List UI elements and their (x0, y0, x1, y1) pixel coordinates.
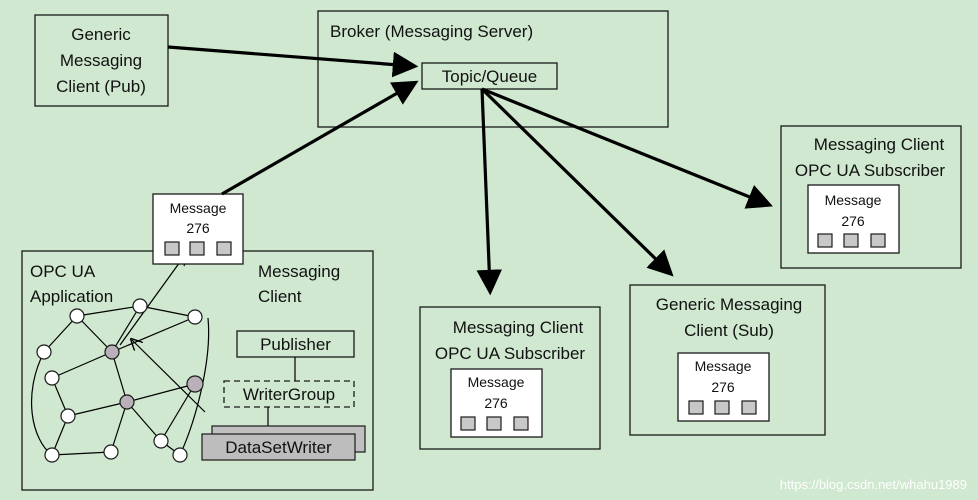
messaging-client-line1: Messaging (258, 262, 340, 281)
message-number: 276 (841, 213, 865, 229)
arrow-message-to-queue (221, 80, 419, 196)
sub-right-line1: Messaging Client (814, 135, 945, 154)
watermark: https://blog.csdn.net/whahu1989 (780, 477, 967, 492)
opcua-subscriber-right: Messaging Client OPC UA Subscriber Messa… (780, 125, 962, 269)
sub-left-line2: OPC UA Subscriber (435, 344, 586, 363)
arrow-queue-to-sub-left (476, 88, 503, 296)
message-label: Message (825, 192, 882, 208)
datasetwriter-box (201, 433, 356, 461)
pub-client-line1: Generic (71, 25, 131, 44)
writergroup-box (223, 380, 355, 408)
opcua-subscriber-left: Messaging Client OPC UA Subscriber Messa… (419, 306, 601, 450)
message-published: Message 276 (152, 193, 244, 265)
generic-pub-client: Generic Messaging Client (Pub) (34, 14, 169, 107)
arrow-queue-to-sub-generic (480, 87, 674, 277)
sub-generic-line2: Client (Sub) (684, 321, 774, 340)
opcua-application: OPC UA Application Messaging Client Publ… (21, 250, 374, 491)
pub-client-line2: Messaging (60, 51, 142, 70)
message-number: 276 (186, 220, 210, 236)
topic-queue-label: Topic/Queue (442, 67, 537, 86)
pub-client-line3: Client (Pub) (56, 77, 146, 96)
broker-title: Broker (Messaging Server) (330, 22, 533, 41)
publisher-label: Publisher (260, 335, 331, 354)
message-label: Message (695, 358, 752, 374)
messaging-client-line2: Client (258, 287, 302, 306)
message-number: 276 (711, 379, 735, 395)
message-label: Message (468, 374, 525, 390)
node-network (31, 255, 210, 463)
generic-sub-client: Generic Messaging Client (Sub) Message 2… (629, 284, 826, 436)
sub-right-line2: OPC UA Subscriber (795, 161, 946, 180)
arrow-queue-to-sub-right (481, 87, 773, 209)
opcua-app-line1: OPC UA (30, 262, 96, 281)
arrow-pub-to-queue (167, 45, 419, 78)
broker: Broker (Messaging Server) Topic/Queue (317, 10, 669, 128)
sub-left-line1: Messaging Client (453, 318, 584, 337)
sub-generic-line1: Generic Messaging (656, 295, 802, 314)
writergroup-label: WriterGroup (243, 385, 335, 404)
message-label: Message (170, 200, 227, 216)
datasetwriter-label: DataSetWriter (225, 438, 332, 457)
topic-queue-box (421, 62, 558, 90)
message-number: 276 (484, 395, 508, 411)
opcua-app-line2: Application (30, 287, 113, 306)
